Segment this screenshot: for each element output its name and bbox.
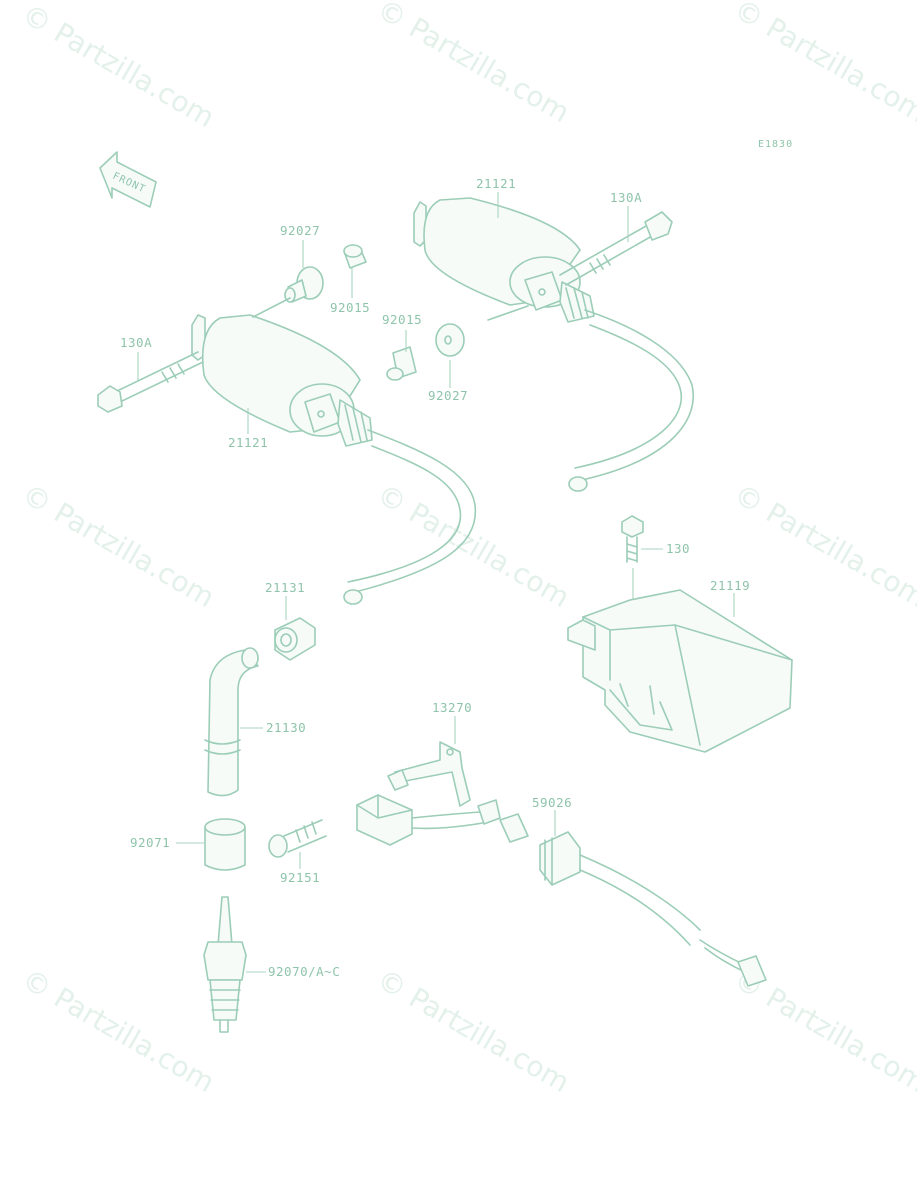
connector-label: 59026	[532, 795, 572, 810]
collar-92015-center	[386, 346, 417, 381]
watermark: © Partzilla.com	[729, 0, 917, 129]
diagram-code: E1830	[758, 139, 793, 150]
cap-boot-label: 92071	[130, 835, 170, 850]
cap-nut-label: 21131	[265, 580, 305, 595]
washer-center-label: 92027	[428, 388, 468, 403]
bracket-13270	[387, 741, 471, 807]
collar-92015-left	[343, 244, 367, 269]
watermark: © Partzilla.com	[17, 962, 221, 1099]
spark-plug-92070	[203, 896, 247, 1033]
screw-label: 92151	[280, 870, 320, 885]
bolt-igniter-label: 130	[666, 541, 690, 556]
cap-nut-21131	[274, 617, 316, 661]
bolt-right-label: 130A	[610, 190, 642, 205]
spark-plug-label: 92070/A~C	[268, 964, 340, 979]
ignition-coil-right	[413, 197, 694, 492]
bolt-left-label: 130A	[120, 335, 152, 350]
collar-center-label: 92015	[382, 312, 422, 327]
washer-92027-center	[435, 323, 465, 357]
screw-92151	[268, 819, 327, 858]
leader-lines	[137, 192, 735, 973]
bolt-130a-left	[97, 351, 204, 413]
watermark: © Partzilla.com	[372, 962, 576, 1099]
front-arrow-icon: FRONT	[99, 151, 157, 208]
ignition-coil-left	[191, 297, 477, 605]
bracket-label: 13270	[432, 700, 472, 715]
watermark: © Partzilla.com	[17, 0, 221, 134]
igniter-21119	[567, 589, 793, 753]
coil-left-label: 21121	[228, 435, 268, 450]
cap-boot-92071	[204, 818, 246, 871]
watermarks: © Partzilla.com © Partzilla.com © Partzi…	[17, 0, 917, 1099]
washer-92027-left	[284, 266, 324, 303]
pickup-sensor	[356, 794, 529, 846]
igniter-label: 21119	[710, 578, 750, 593]
part-labels: 21121 130A 92027 92015 92015 130A 92027 …	[120, 176, 750, 979]
washer-left-top-label: 92027	[280, 223, 320, 238]
watermark: © Partzilla.com	[729, 477, 917, 614]
plug-cap-21130	[204, 647, 259, 797]
collar-left-top-label: 92015	[330, 300, 370, 315]
bolt-130a-right	[559, 211, 673, 286]
coil-right-label: 21121	[476, 176, 516, 191]
watermark: © Partzilla.com	[372, 0, 576, 129]
connector-59026	[539, 831, 767, 987]
watermark: © Partzilla.com	[17, 477, 221, 614]
plug-cap-label: 21130	[266, 720, 306, 735]
